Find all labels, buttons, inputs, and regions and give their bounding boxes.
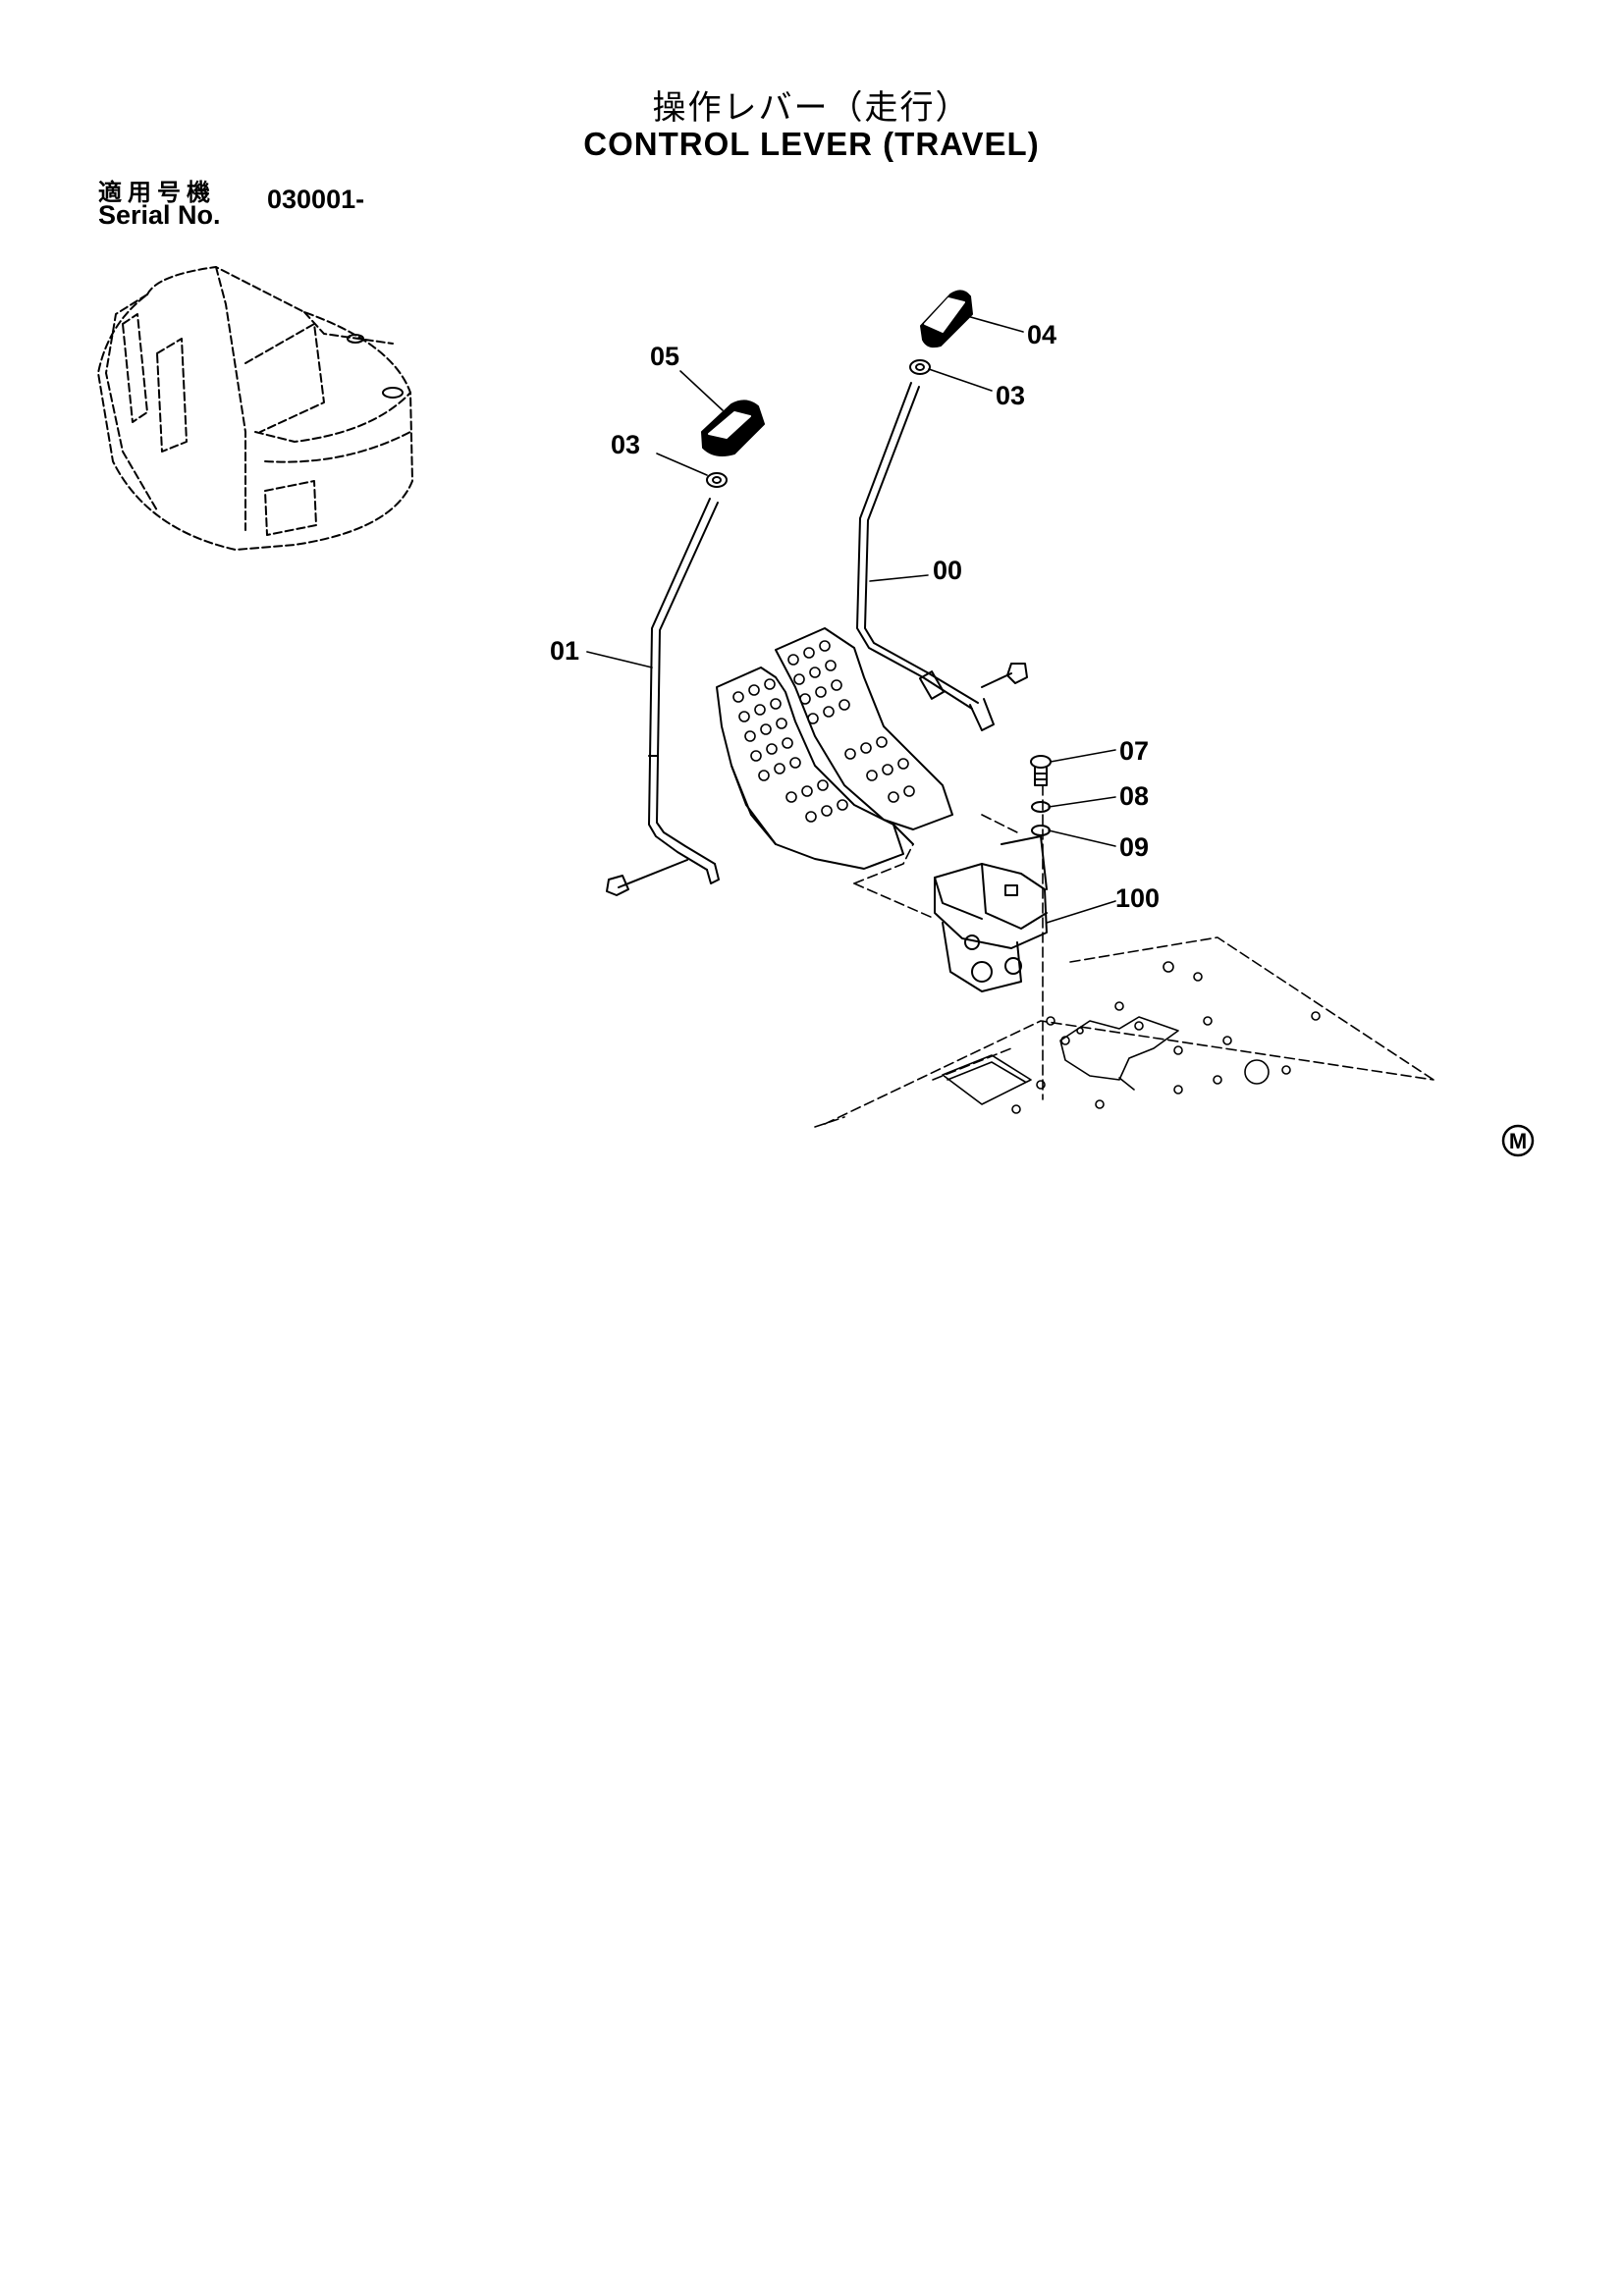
cab-hole [347, 334, 364, 344]
washer-09 [1031, 825, 1051, 836]
excavator-cab-thumbnail [97, 266, 413, 551]
leader-lines [586, 315, 1116, 924]
serial-number-value: 030001- [267, 185, 365, 214]
assembly-lines [814, 784, 1434, 1128]
bolt-right [981, 663, 1028, 688]
callout-05: 05 [650, 342, 679, 371]
page-title-japanese: 操作レバー（走行） [652, 88, 971, 128]
bolt-07 [1030, 755, 1052, 786]
callout-04: 04 [1027, 320, 1056, 349]
pilot-valve-100 [934, 835, 1048, 992]
footer-mark: M [1509, 1129, 1527, 1153]
callout-03-left: 03 [611, 430, 640, 459]
grip-04 [920, 290, 973, 348]
callout-08: 08 [1119, 781, 1149, 811]
cab-hole [382, 387, 404, 399]
page-title: CONTROL LEVER (TRAVEL) [583, 126, 1040, 162]
pedal-grip-holes [732, 640, 915, 823]
bolt-left [606, 859, 688, 896]
nut-03 [706, 359, 931, 488]
floor-pedal-plate [716, 627, 953, 870]
callout-03-right: 03 [996, 381, 1025, 410]
callout-100: 100 [1115, 883, 1160, 913]
lever-01 [648, 498, 720, 884]
lever-00 [856, 382, 995, 731]
floor-plate-details [942, 961, 1321, 1114]
serial-label: Serial No. [98, 200, 221, 230]
serial-label-japanese: 適用号機 [98, 179, 216, 206]
callout-01: 01 [550, 636, 579, 666]
callout-09: 09 [1119, 832, 1149, 862]
callout-07: 07 [1119, 736, 1149, 766]
grip-05 [701, 400, 765, 456]
callout-00: 00 [933, 556, 962, 585]
footer-mark-circle [1501, 1124, 1535, 1157]
washer-08 [1031, 801, 1051, 813]
